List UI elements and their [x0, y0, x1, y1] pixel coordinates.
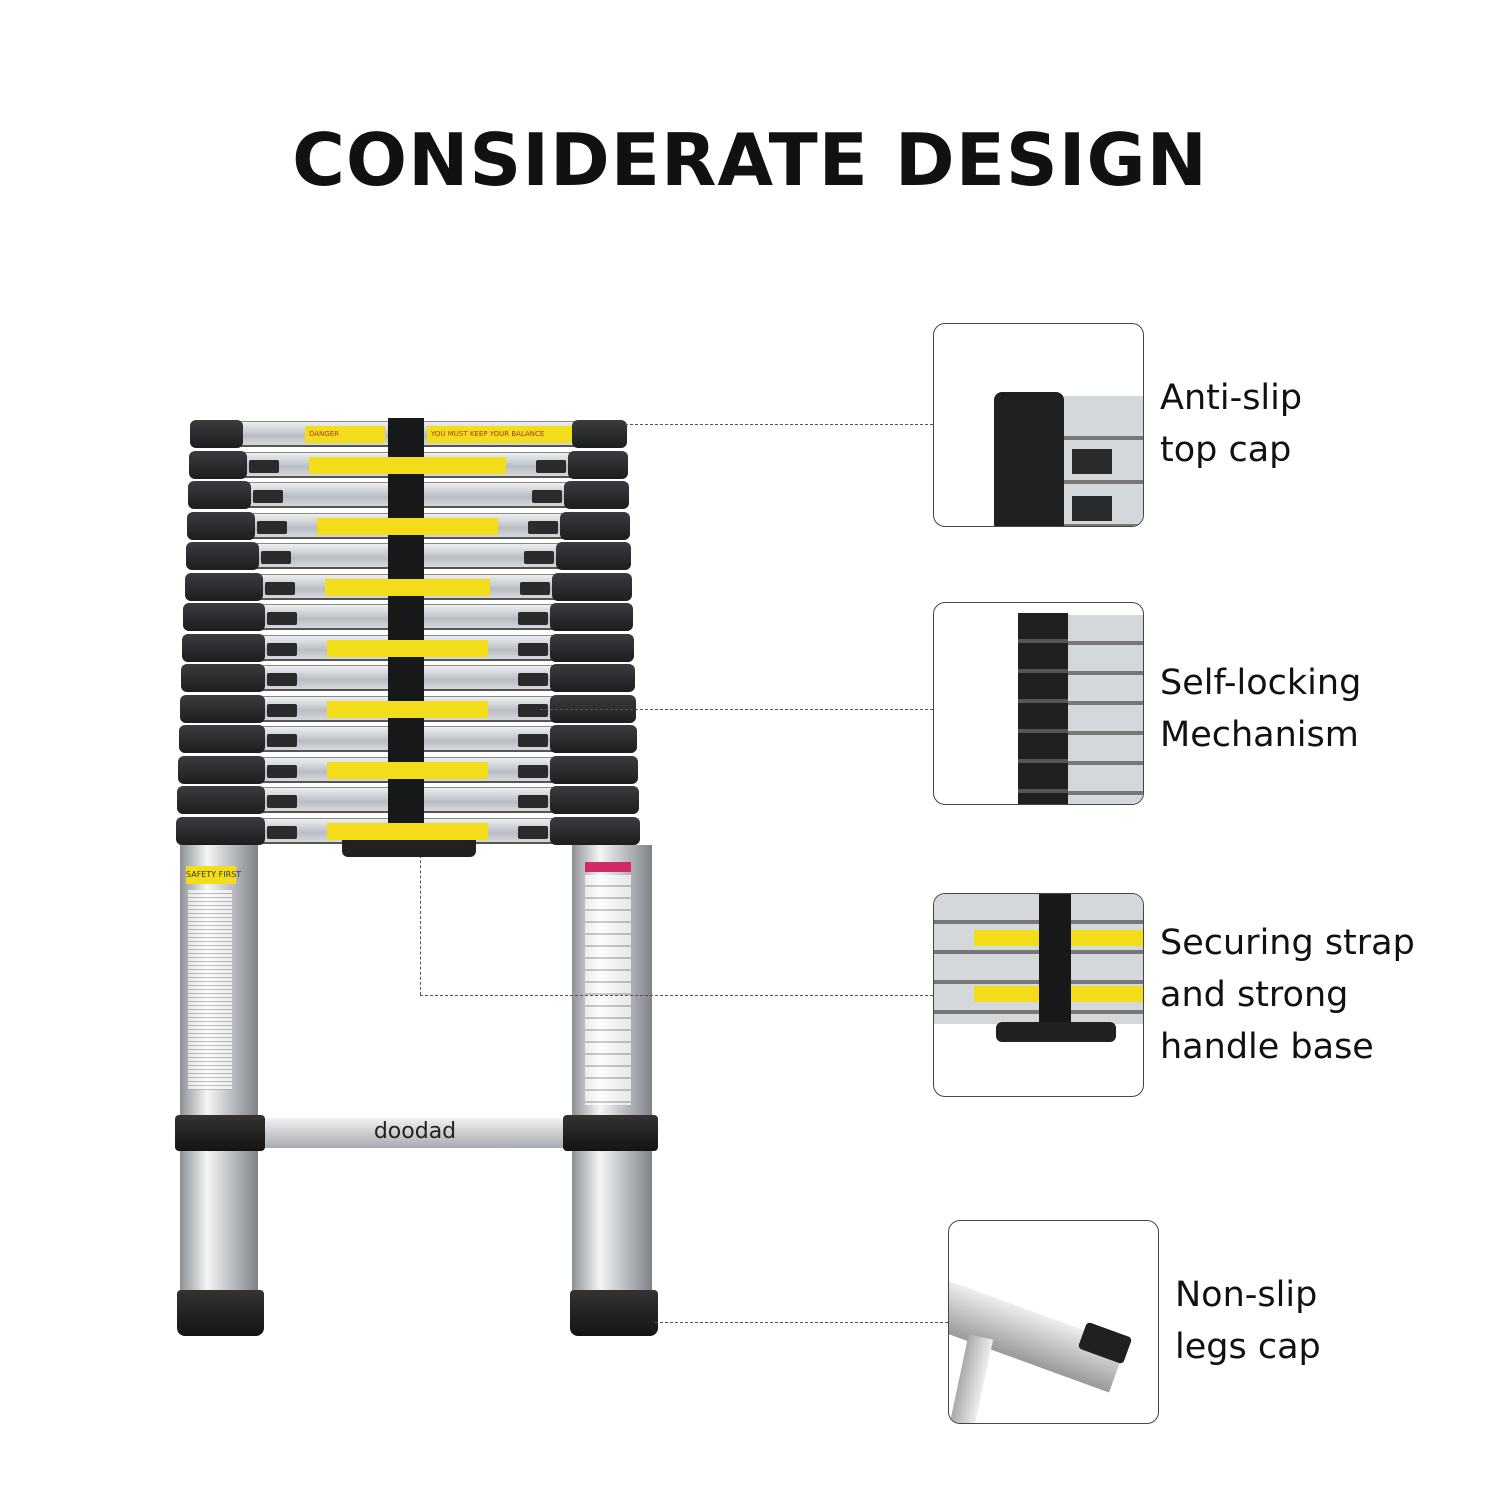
- rung-end-cap-right: [550, 603, 633, 631]
- rung-end-cap-left: [182, 633, 265, 662]
- lock-slot: [520, 581, 550, 595]
- warning-sticker: [325, 578, 490, 596]
- lock-slot: [265, 581, 295, 595]
- right-bottom-band: [563, 1115, 658, 1151]
- rung-end-cap-left: [184, 572, 263, 601]
- warning-header: [585, 862, 631, 872]
- instruction-pictograms: [585, 875, 631, 1105]
- rung-end-cap-left: [180, 694, 265, 723]
- lock-slot: [267, 612, 297, 625]
- rung-end-cap-right: [550, 664, 635, 692]
- rung-end-cap-left: [188, 450, 247, 479]
- danger-sticker: DANGER: [305, 426, 385, 443]
- lock-slot: [518, 673, 548, 686]
- detail-image-strap-handle: [933, 893, 1144, 1097]
- lock-slot: [267, 825, 297, 839]
- left-bottom-band: [175, 1115, 265, 1151]
- rung-end-cap-left: [183, 603, 265, 631]
- lock-slot: [249, 459, 279, 473]
- warning-sticker: [327, 761, 488, 779]
- lock-slot: [261, 551, 291, 564]
- safety-sticker: SAFETY FIRST: [186, 866, 241, 884]
- ladder-rung: [257, 756, 558, 783]
- lock-slot: [518, 612, 548, 625]
- lock-slot: [518, 795, 548, 808]
- warning-sticker: [317, 517, 498, 535]
- lock-slot: [528, 520, 558, 534]
- rung-end-cap-left: [175, 816, 265, 845]
- ladder-rung: [257, 695, 558, 722]
- lock-slot: [253, 490, 283, 503]
- rung-end-cap-left: [176, 786, 265, 814]
- rung-end-cap-right: [550, 786, 639, 814]
- lock-slot: [267, 703, 297, 717]
- warning-sticker: [309, 456, 506, 474]
- rung-end-cap-right: [560, 511, 630, 540]
- rung-end-cap-right: [550, 725, 637, 753]
- rung-end-cap-right: [556, 542, 631, 570]
- rung-end-cap-left: [185, 542, 259, 570]
- rung-end-cap-left: [181, 664, 265, 692]
- lock-slot: [267, 734, 297, 747]
- lock-slot: [267, 764, 297, 778]
- instruction-text: [188, 890, 232, 1090]
- warning-sticker: [327, 822, 488, 840]
- warning-sticker: [327, 639, 488, 657]
- connector-line: [540, 709, 933, 710]
- connector-line: [420, 845, 421, 995]
- rung-end-cap-left: [187, 481, 251, 509]
- lock-slot: [536, 459, 566, 473]
- rung-end-cap-right: [550, 633, 634, 662]
- securing-strap: [388, 418, 424, 848]
- page-title: CONSIDERATE DESIGN: [292, 118, 1208, 202]
- lock-slot: [518, 734, 548, 747]
- connector-line: [625, 424, 933, 425]
- lock-slot: [518, 764, 548, 778]
- lock-slot: [267, 642, 297, 656]
- warning-sticker: [327, 700, 488, 718]
- lock-slot: [267, 795, 297, 808]
- rung-end-cap-left: [177, 755, 265, 784]
- lock-slot: [524, 551, 554, 564]
- lock-slot: [532, 490, 562, 503]
- lock-slot: [257, 520, 287, 534]
- rung-end-cap-left: [186, 511, 255, 540]
- rung-end-cap-right: [550, 694, 636, 723]
- connector-line: [655, 1322, 948, 1323]
- brand-logo: doodad: [373, 1119, 457, 1144]
- detail-image-top-cap: [933, 323, 1144, 527]
- lock-slot: [518, 703, 548, 717]
- rung-end-cap-right: [550, 816, 640, 845]
- lock-slot: [267, 673, 297, 686]
- rung-end-cap-right: [564, 481, 629, 509]
- balance-sticker: YOU MUST KEEP YOUR BALANCE: [427, 426, 572, 443]
- lock-slot: [518, 642, 548, 656]
- left-foot-cap: [177, 1290, 264, 1336]
- lock-slot: [518, 825, 548, 839]
- rung-end-cap-right: [572, 420, 627, 448]
- detail-image-legs-cap: [948, 1220, 1159, 1424]
- ladder-rung: [239, 451, 576, 478]
- rung-end-cap-right: [568, 450, 628, 479]
- right-foot-cap: [570, 1290, 658, 1336]
- detail-image-self-locking: [933, 602, 1144, 805]
- rung-end-cap-left: [179, 725, 265, 753]
- rung-end-cap-right: [550, 755, 638, 784]
- rung-end-cap-right: [552, 572, 632, 601]
- connector-line: [420, 995, 933, 996]
- rung-end-cap-left: [190, 420, 243, 448]
- bottom-rung: [258, 1118, 572, 1148]
